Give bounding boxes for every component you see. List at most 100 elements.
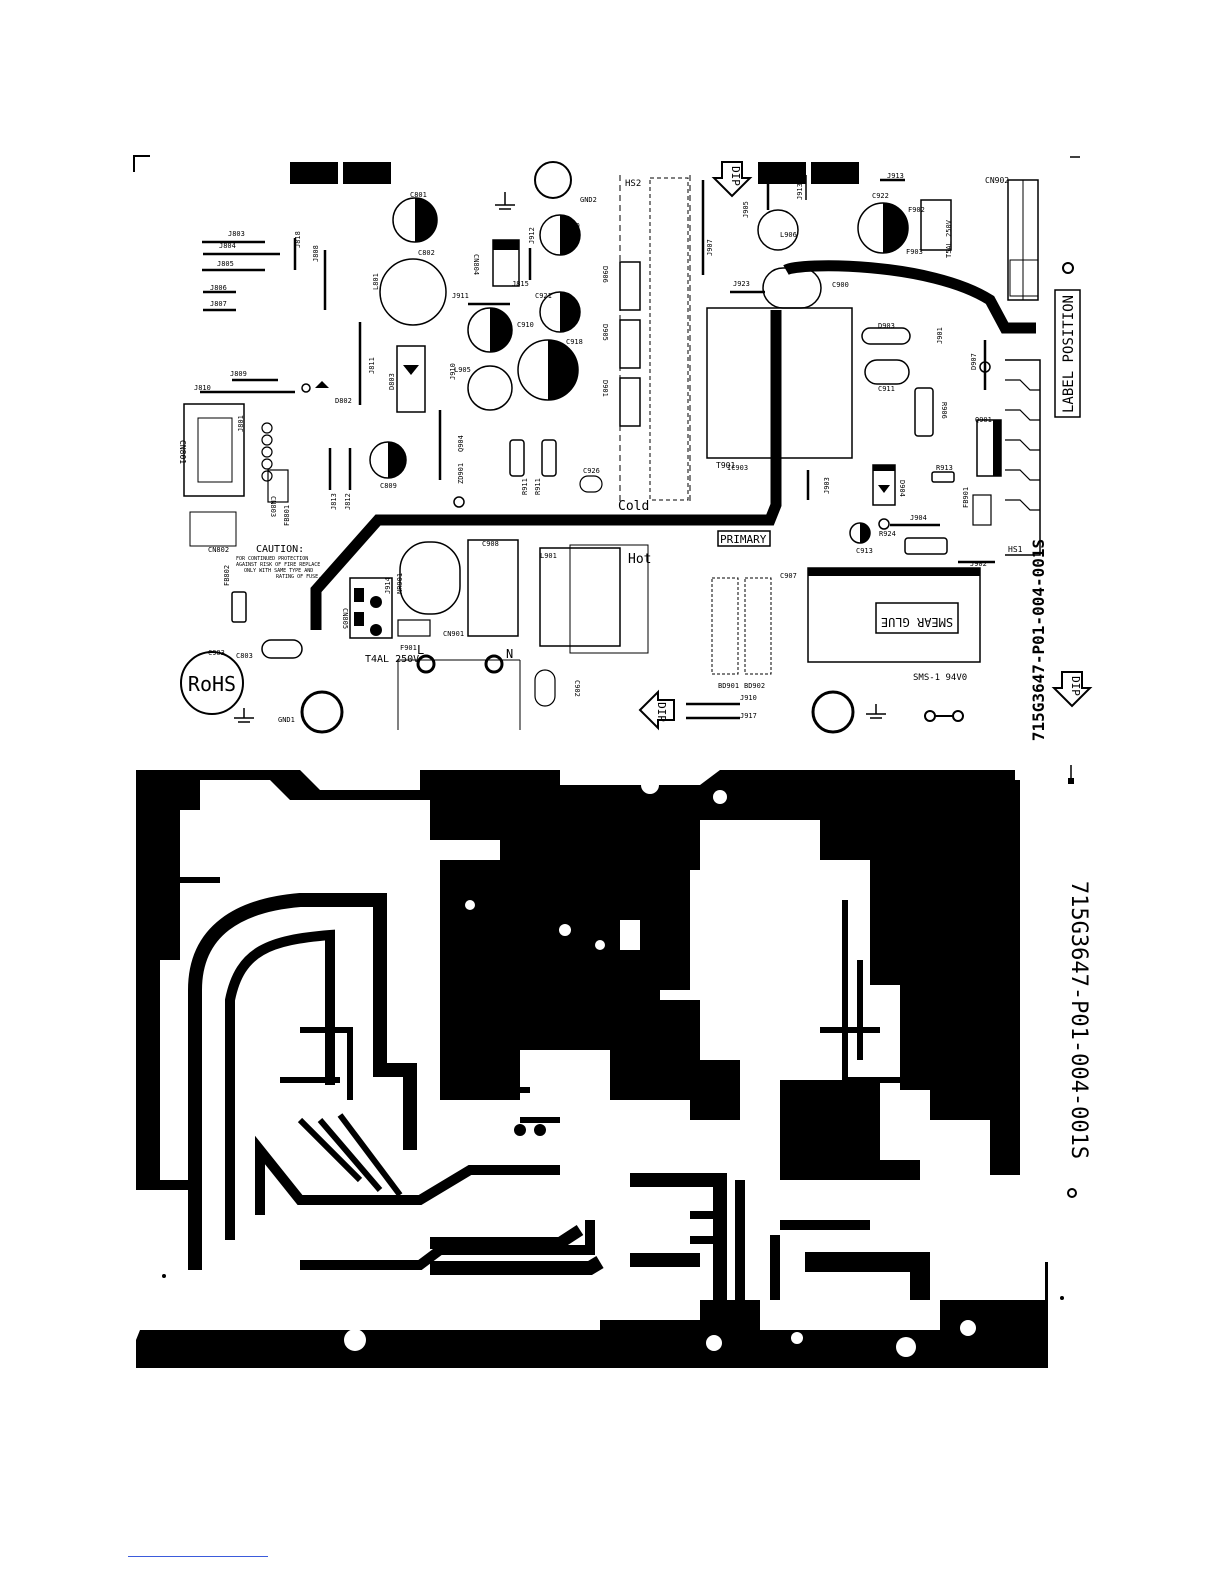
svg-text:C908: C908 xyxy=(482,540,499,548)
svg-text:CN805: CN805 xyxy=(341,608,349,629)
svg-text:RoHS: RoHS xyxy=(188,672,236,696)
svg-text:J902: J902 xyxy=(970,560,987,568)
svg-text:J809: J809 xyxy=(230,370,247,378)
svg-text:J917: J917 xyxy=(740,712,757,720)
svg-text:CN902: CN902 xyxy=(985,176,1009,185)
svg-text:IC903: IC903 xyxy=(727,464,748,472)
svg-text:CN801: CN801 xyxy=(178,440,187,464)
svg-text:J904: J904 xyxy=(910,514,927,522)
svg-text:CN901: CN901 xyxy=(443,630,464,638)
svg-text:ONLY WITH SAME TYPE AND: ONLY WITH SAME TYPE AND xyxy=(244,568,313,574)
svg-text:D906: D906 xyxy=(601,266,609,283)
svg-text:C910: C910 xyxy=(517,321,534,329)
svg-text:C926: C926 xyxy=(583,467,600,475)
svg-text:J805: J805 xyxy=(217,260,234,268)
svg-text:J911: J911 xyxy=(452,292,469,300)
svg-text:D907: D907 xyxy=(970,353,978,370)
svg-text:F903: F903 xyxy=(906,248,923,256)
svg-text:J910: J910 xyxy=(740,694,757,702)
svg-text:J813: J813 xyxy=(330,493,338,510)
svg-text:DIP: DIP xyxy=(655,702,668,722)
svg-text:J815: J815 xyxy=(512,280,529,288)
svg-text:J923: J923 xyxy=(733,280,750,288)
svg-text:C913: C913 xyxy=(856,547,873,555)
svg-text:J901: J901 xyxy=(936,327,944,344)
svg-text:L906: L906 xyxy=(780,231,797,239)
svg-text:C911: C911 xyxy=(878,385,895,393)
svg-text:DIP: DIP xyxy=(729,166,742,186)
svg-text:J907: J907 xyxy=(706,239,714,256)
svg-text:J903: J903 xyxy=(823,477,831,494)
svg-text:HS1: HS1 xyxy=(1008,545,1023,554)
caution-notice: CAUTION: FOR CONTINUED PROTECTION AGAINS… xyxy=(236,544,321,580)
svg-text:L905: L905 xyxy=(454,366,471,374)
svg-text:R911: R911 xyxy=(534,478,542,495)
svg-text:GND2: GND2 xyxy=(580,196,597,204)
svg-text:BD901: BD901 xyxy=(718,682,739,690)
svg-text:D901: D901 xyxy=(601,380,609,397)
svg-text:Cold: Cold xyxy=(618,499,649,514)
part-number-bottom: 715G3647-P01-004-001S xyxy=(1066,881,1091,1159)
svg-text:NR901: NR901 xyxy=(396,573,404,594)
svg-text:RATING OF FUSE.: RATING OF FUSE. xyxy=(276,574,321,580)
svg-text:Q904: Q904 xyxy=(457,435,465,452)
svg-text:F902: F902 xyxy=(908,206,925,214)
svg-text:SMEAR GLUE: SMEAR GLUE xyxy=(881,615,953,629)
svg-text:R906: R906 xyxy=(940,402,948,419)
svg-text:C809: C809 xyxy=(380,482,397,490)
svg-text:C802: C802 xyxy=(418,249,435,257)
svg-text:FB801: FB801 xyxy=(283,505,291,526)
svg-text:BD902: BD902 xyxy=(744,682,765,690)
part-number-top: 715G3647-P01-004-001S xyxy=(1029,539,1048,741)
svg-text:HS2: HS2 xyxy=(625,179,641,189)
svg-text:J810: J810 xyxy=(194,384,211,392)
svg-text:C903: C903 xyxy=(208,649,225,657)
svg-text:T901: T901 xyxy=(716,461,735,470)
component-side-view: DIP DIP DIP Cold Hot PRIMARY HS2 T901 LA… xyxy=(133,155,1093,741)
svg-text:LABEL POSITION: LABEL POSITION xyxy=(1061,295,1077,413)
svg-text:C900: C900 xyxy=(832,281,849,289)
svg-text:C803: C803 xyxy=(236,652,253,660)
svg-text:C920: C920 xyxy=(563,222,580,230)
svg-text:CN803: CN803 xyxy=(269,496,277,517)
svg-text:CAUTION:: CAUTION: xyxy=(256,544,304,555)
svg-text:F901: F901 xyxy=(400,644,417,652)
svg-text:CN804: CN804 xyxy=(472,254,480,275)
svg-text:J913: J913 xyxy=(887,172,904,180)
electrolytic-capacitors xyxy=(369,197,909,544)
svg-text:R924: R924 xyxy=(879,530,896,538)
svg-text:J811: J811 xyxy=(368,357,376,374)
svg-text:J905: J905 xyxy=(742,201,750,218)
svg-text:J910: J910 xyxy=(449,363,457,380)
svg-text:CN802: CN802 xyxy=(208,546,229,554)
svg-text:C921: C921 xyxy=(535,292,552,300)
svg-text:D802: D802 xyxy=(335,397,352,405)
svg-text:D903: D903 xyxy=(878,322,895,330)
dip-arrow-right: DIP xyxy=(1051,671,1093,708)
svg-text:D803: D803 xyxy=(388,373,396,390)
svg-text:DIP: DIP xyxy=(1069,676,1082,696)
rohs-logo: RoHS xyxy=(180,651,244,715)
svg-text:N: N xyxy=(506,647,513,661)
svg-text:J808: J808 xyxy=(312,245,320,262)
svg-text:J913: J913 xyxy=(796,183,804,200)
svg-text:J912: J912 xyxy=(528,227,536,244)
svg-text:J804: J804 xyxy=(219,242,236,250)
svg-text:FOR CONTINUED PROTECTION: FOR CONTINUED PROTECTION xyxy=(236,556,308,562)
svg-text:Q901: Q901 xyxy=(975,416,992,424)
designator-labels: C801 C802 C803 C809 C900 C902 C903 C907 … xyxy=(194,172,992,724)
svg-text:J806: J806 xyxy=(210,284,227,292)
svg-text:PRIMARY: PRIMARY xyxy=(720,533,767,546)
svg-text:J801: J801 xyxy=(237,415,245,432)
svg-text:J812: J812 xyxy=(344,493,352,510)
svg-text:D904: D904 xyxy=(898,480,906,497)
svg-text:C801: C801 xyxy=(410,191,427,199)
svg-text:AGAINST RISK OF FIRE REPLACE: AGAINST RISK OF FIRE REPLACE xyxy=(236,562,320,568)
smear-glue-box: SMEAR GLUE xyxy=(875,602,959,634)
svg-text:FB901: FB901 xyxy=(962,487,970,508)
dip-arrow-top: DIP xyxy=(711,161,753,198)
svg-text:SMS-1 94V0: SMS-1 94V0 xyxy=(913,673,967,683)
label-position-box: LABEL POSITION xyxy=(1054,289,1081,418)
svg-text:C918: C918 xyxy=(566,338,583,346)
